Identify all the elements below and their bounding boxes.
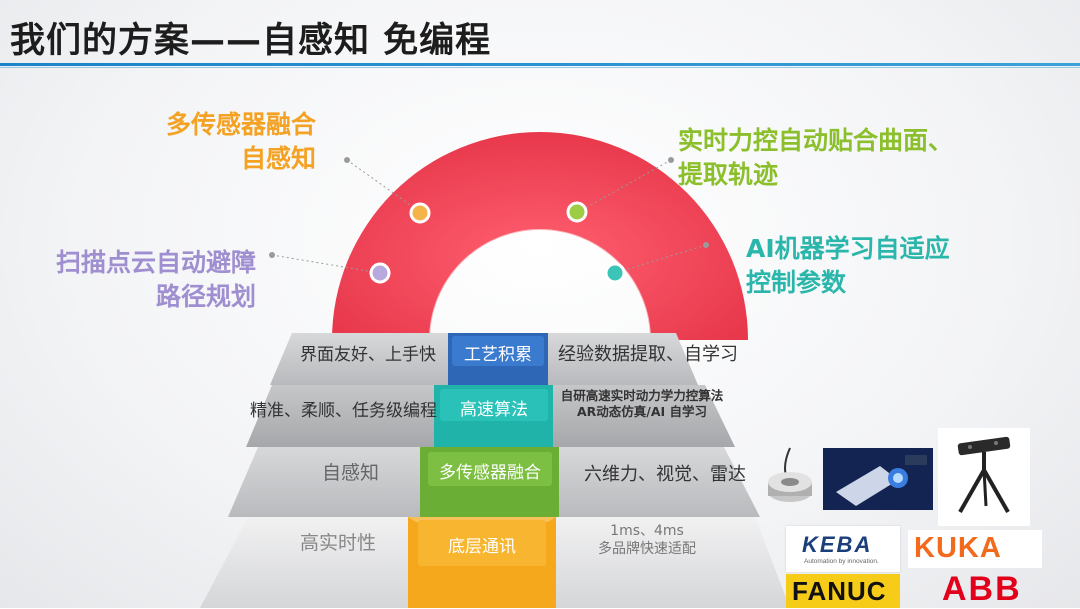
step3-badge: 多传感器融合 xyxy=(439,463,541,483)
dot-teal xyxy=(604,262,626,284)
dot-green xyxy=(566,201,588,223)
abb-logo-text: ABB xyxy=(942,570,1022,608)
step4-left-text: 高实时性 xyxy=(300,532,377,554)
step2-right-line1: 自研高速实时动力学力控算法 xyxy=(560,388,724,403)
step-3 xyxy=(228,447,760,517)
vision-camera-image xyxy=(823,448,933,510)
step2-right-text: 自研高速实时动力学力控算法 AR动态仿真/AI 自学习 xyxy=(552,388,732,420)
capability-ai-line2: 控制参数 xyxy=(746,268,847,297)
step-1 xyxy=(270,333,698,385)
step4-right-line1: 1ms、4ms xyxy=(610,523,684,539)
ring-inner-shadow xyxy=(429,229,651,341)
page-title: 我们的方案——自感知 免编程 xyxy=(10,21,492,61)
capability-ai-line1: AI机器学习自适应 xyxy=(746,234,950,263)
abb-logo: ABB xyxy=(940,570,1030,608)
capability-force-control: 实时力控自动贴合曲面、 提取轨迹 xyxy=(678,124,978,192)
ring xyxy=(332,132,748,340)
step3-left-text: 自感知 xyxy=(322,462,380,484)
force-sensor-image xyxy=(768,447,812,502)
step4-right-text: 1ms、4ms 多品牌快速适配 xyxy=(572,522,722,558)
step2-badge: 高速算法 xyxy=(460,400,528,420)
capability-ai-adaptive: AI机器学习自适应 控制参数 xyxy=(746,232,986,300)
capability-multi-sensor-line1: 多传感器融合 xyxy=(165,110,316,139)
title-underline-thin xyxy=(0,67,1080,68)
capability-multi-sensor: 多传感器融合 自感知 xyxy=(140,108,316,176)
step1-badge: 工艺积累 xyxy=(464,345,532,365)
keba-logo: KEBA Automation by innovation. xyxy=(786,526,900,572)
fanuc-logo-text: FANUC xyxy=(792,576,887,606)
depth-camera-image xyxy=(938,428,1030,526)
kuka-logo: KUKA xyxy=(908,530,1042,568)
capability-obstacle-line2: 路径规划 xyxy=(155,282,256,311)
keba-logo-text: KEBA xyxy=(802,532,873,557)
step3-right-text: 六维力、视觉、雷达 xyxy=(584,464,746,485)
step-2 xyxy=(246,385,735,447)
step1-right-text: 经验数据提取、自学习 xyxy=(558,344,738,365)
title-underline xyxy=(0,63,1080,66)
capability-obstacle-line1: 扫描点云自动避障 xyxy=(55,248,256,277)
dot-orange xyxy=(409,202,431,224)
capability-obstacle-avoidance: 扫描点云自动避障 路径规划 xyxy=(20,246,256,314)
keba-logo-tagline: Automation by innovation. xyxy=(804,558,879,565)
kuka-logo-text: KUKA xyxy=(914,532,1002,564)
step2-left-text: 精准、柔顺、任务级编程 xyxy=(250,401,437,421)
step4-right-line2: 多品牌快速适配 xyxy=(598,541,696,557)
step-4 xyxy=(200,517,790,608)
connector-endpoints xyxy=(269,157,709,258)
capability-multi-sensor-line2: 自感知 xyxy=(240,144,316,173)
step4-badge: 底层通讯 xyxy=(448,537,516,557)
step1-left-text: 界面友好、上手快 xyxy=(300,345,436,365)
capability-force-control-line1: 实时力控自动贴合曲面、 xyxy=(678,126,954,155)
fanuc-logo: FANUC xyxy=(786,574,900,608)
connector-lines xyxy=(271,159,707,274)
capability-force-control-line2: 提取轨迹 xyxy=(678,160,779,189)
step2-right-line2: AR动态仿真/AI 自学习 xyxy=(576,404,708,419)
dot-purple xyxy=(369,262,391,284)
